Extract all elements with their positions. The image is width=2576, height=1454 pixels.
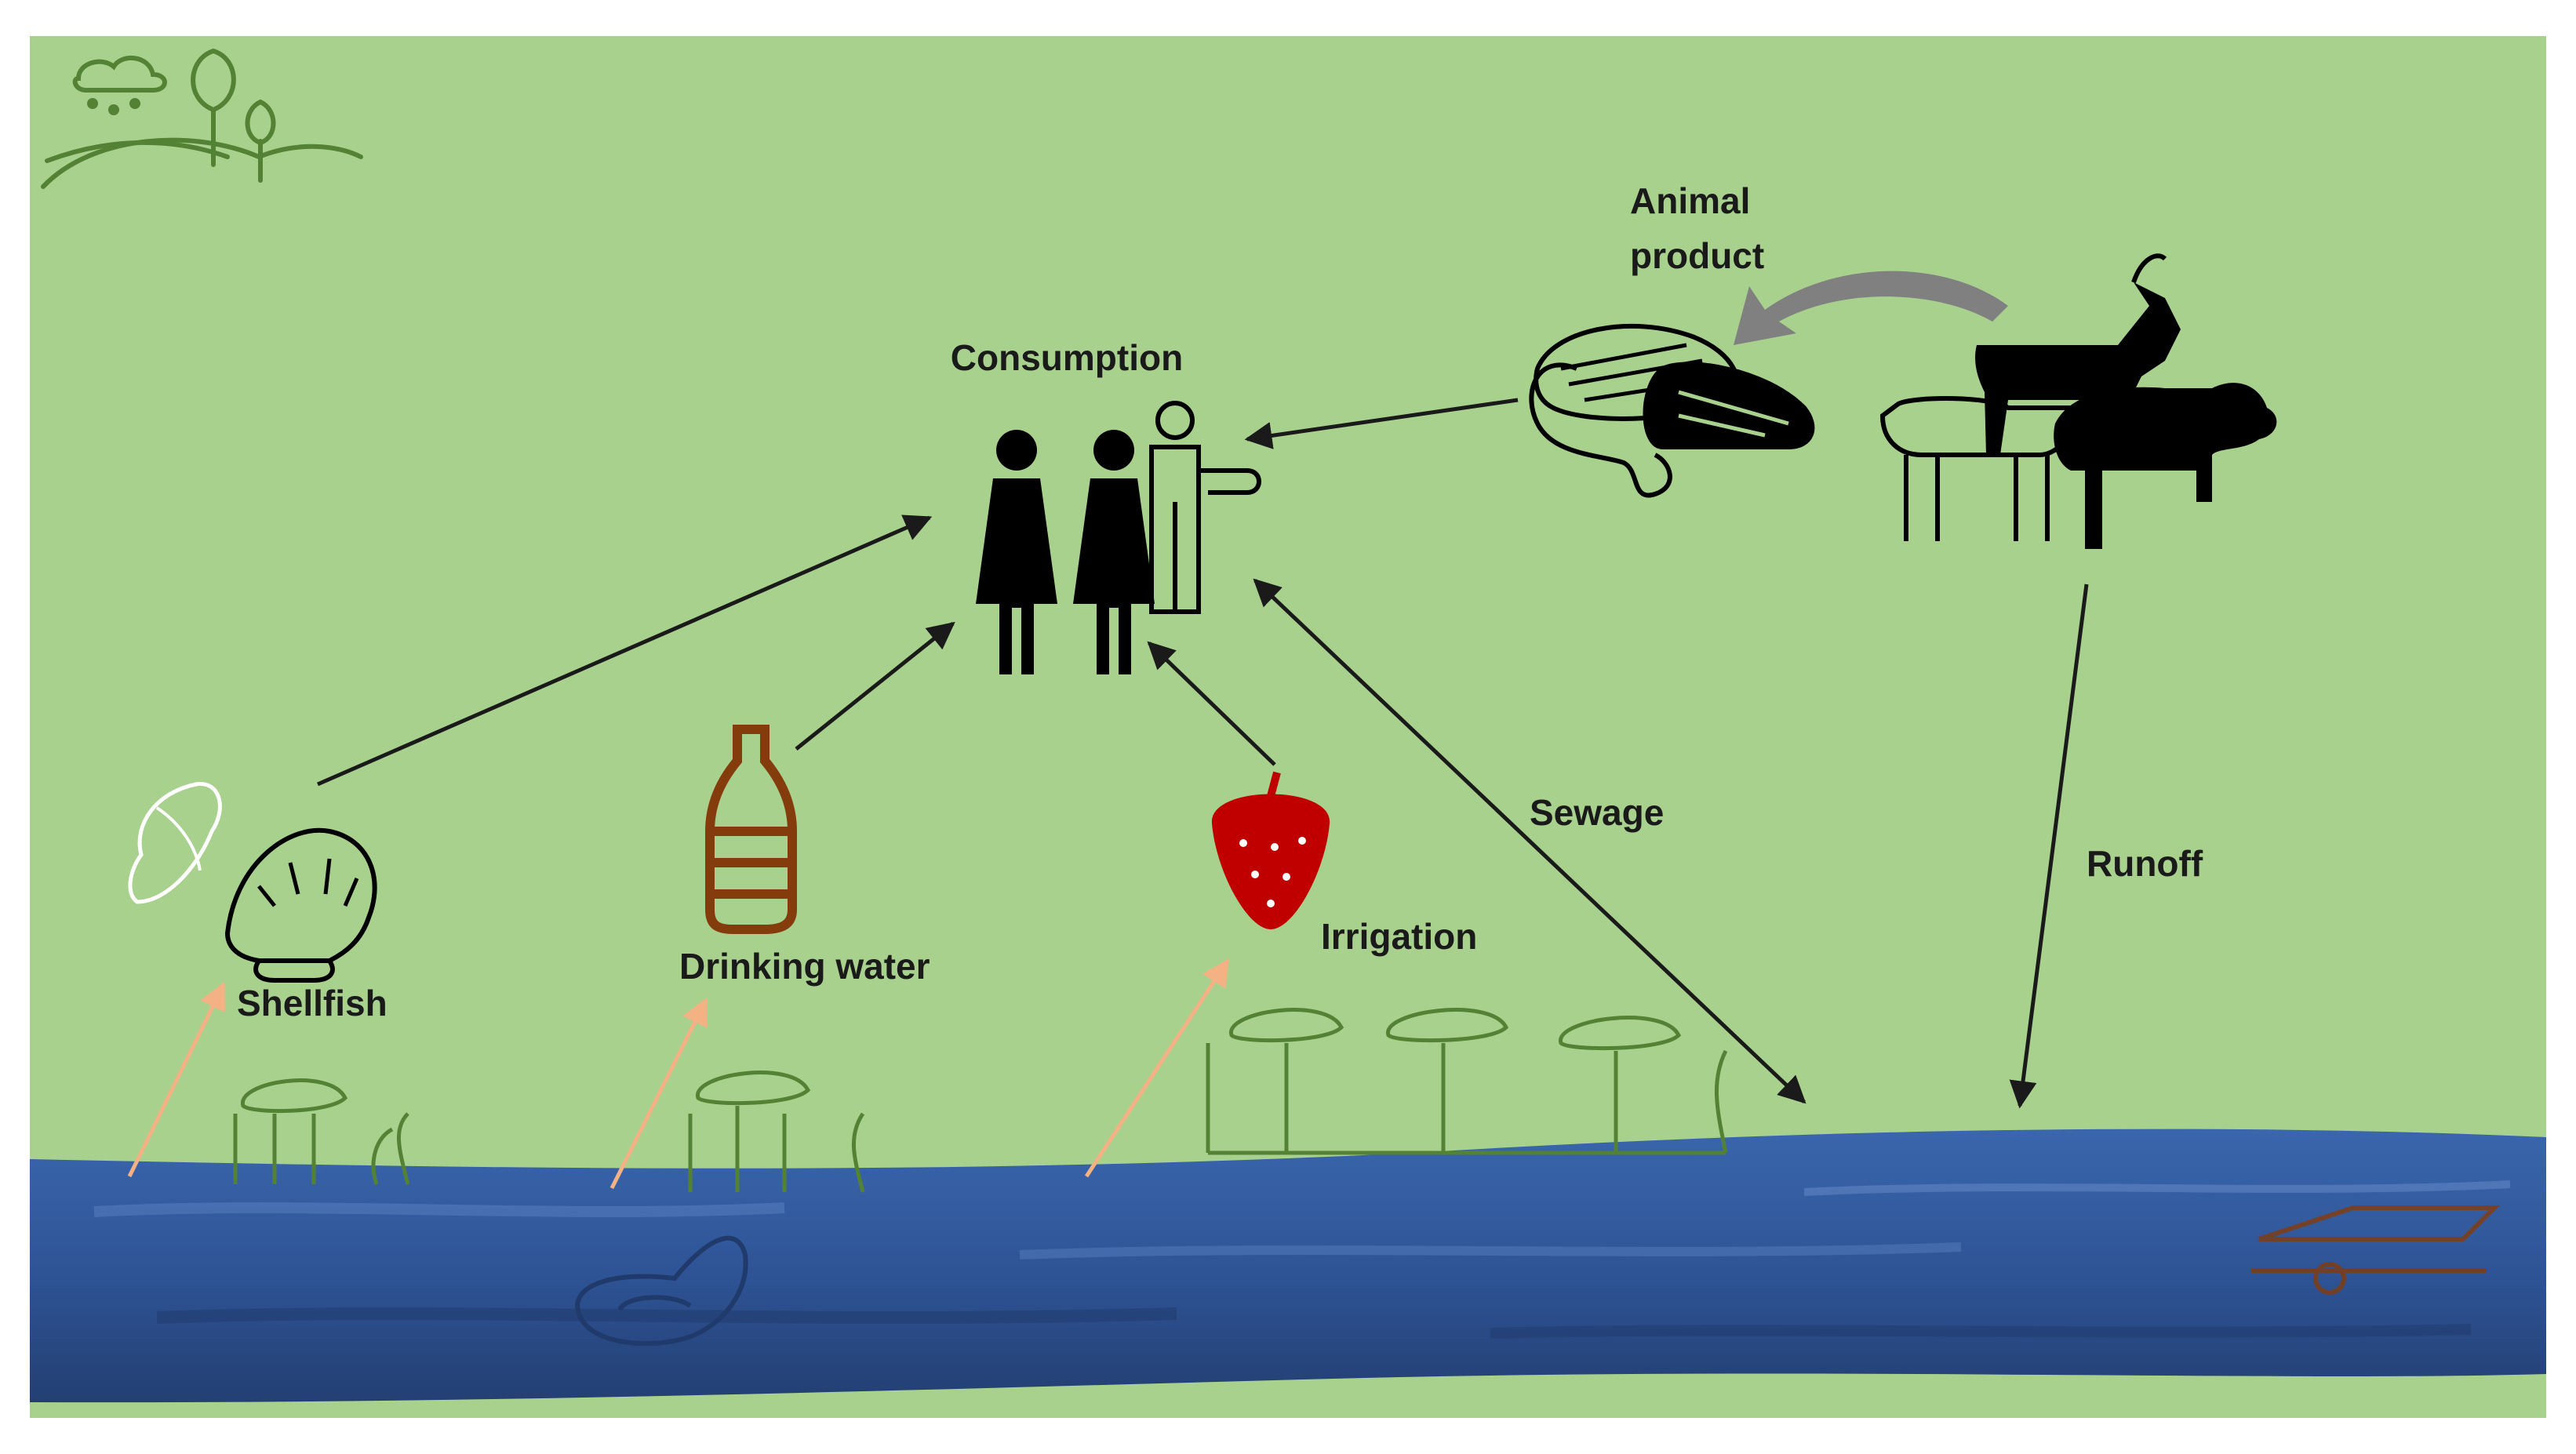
shellfish-label: Shellfish [237, 983, 387, 1023]
arrow-water-to-consumption [795, 621, 955, 751]
animal-product-arrow [1734, 271, 2008, 345]
orange-arrows [127, 958, 1230, 1190]
flow-arrows [317, 398, 2089, 1109]
orange-arrow-drinking-water [609, 997, 708, 1190]
irrigation-label: Irrigation [1321, 916, 1477, 957]
sewage-label: Sewage [1530, 792, 1664, 833]
arrow-animal-product-to-consumption [1244, 398, 1519, 449]
runoff-label: Runoff [2087, 843, 2203, 884]
seashell-icon [128, 782, 377, 983]
animal-product-label-line2: product [1630, 235, 1764, 276]
river [30, 1129, 2546, 1403]
drinking-water-label: Drinking water [679, 946, 930, 987]
livestock-icon [1879, 253, 2277, 549]
animal-product-label-line1: Animal [1630, 180, 1750, 221]
orange-arrow-shellfish [127, 981, 226, 1178]
bottle-icon [705, 725, 797, 934]
meat-icon [1529, 323, 1815, 498]
arrow-shellfish-to-consumption [317, 514, 933, 787]
consumption-label: Consumption [951, 337, 1183, 378]
swan-float-icon [575, 1235, 748, 1347]
landscape-icon [41, 48, 363, 189]
arrow-runoff [2009, 583, 2089, 1109]
orange-arrow-irrigation [1084, 958, 1230, 1178]
people-icon [976, 401, 1261, 674]
arrow-sewage [1253, 578, 1806, 1104]
boat-trailer-icon [2251, 1205, 2501, 1295]
